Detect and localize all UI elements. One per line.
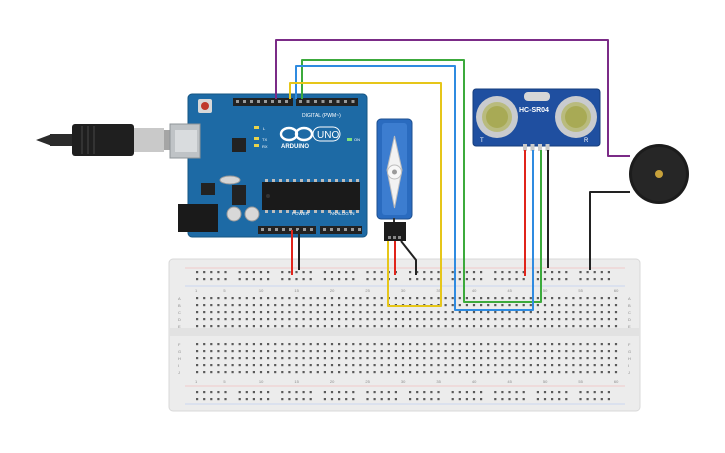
led-label-rx: RX — [262, 144, 268, 149]
column-number: 20 — [330, 379, 335, 384]
column-number: 15 — [294, 288, 299, 293]
row-letter: E — [628, 324, 631, 329]
row-letter: H — [628, 356, 631, 361]
column-number: 35 — [436, 379, 441, 384]
column-number: 45 — [507, 379, 512, 384]
column-number: 10 — [259, 288, 264, 293]
row-letter: G — [178, 349, 181, 354]
wire-purple[interactable] — [275, 39, 630, 157]
column-number: 5 — [223, 379, 226, 384]
usb-cable-icon — [36, 124, 170, 156]
column-number: 10 — [259, 379, 264, 384]
piezo-buzzer-icon[interactable] — [629, 144, 689, 204]
arduino-infinity-logo — [279, 126, 314, 142]
servo-motor-icon[interactable] — [376, 118, 413, 241]
column-number: 60 — [614, 288, 619, 293]
row-letter: C — [628, 310, 631, 315]
row-letter: I — [628, 363, 629, 368]
power-label: POWER — [292, 211, 310, 216]
row-letter: A — [628, 296, 631, 301]
arduino-uno-board[interactable]: DIGITAL (PWM~) ARDUINO UNO L TX RX ON — [169, 93, 368, 238]
column-number: 50 — [543, 379, 548, 384]
column-number: 40 — [472, 288, 477, 293]
wires — [275, 39, 630, 311]
column-number: 25 — [365, 288, 370, 293]
column-number: 55 — [578, 288, 583, 293]
column-number: 45 — [507, 288, 512, 293]
row-letter: D — [178, 317, 181, 322]
digital-header-label: DIGITAL (PWM~) — [302, 113, 341, 119]
wire-black-servo[interactable] — [400, 240, 417, 275]
analog-label: ANALOG IN — [330, 211, 355, 216]
row-letter: B — [178, 303, 181, 308]
row-letter: C — [178, 310, 181, 315]
row-letter: E — [178, 324, 181, 329]
wire-black-buzzer[interactable] — [589, 191, 630, 270]
column-number: 20 — [330, 288, 335, 293]
column-number: 40 — [472, 379, 477, 384]
led-label-tx: TX — [262, 137, 267, 142]
column-number: 55 — [578, 379, 583, 384]
arduino-brand: ARDUINO — [281, 144, 309, 150]
sensor-t-mark: T — [480, 138, 484, 144]
wire-yellow[interactable] — [289, 82, 442, 307]
column-number: 30 — [401, 288, 406, 293]
row-letter: J — [628, 370, 630, 375]
row-letter: F — [178, 342, 181, 347]
row-letter: F — [628, 342, 631, 347]
reset-button[interactable] — [201, 102, 209, 110]
sensor-name: HC-SR04 — [519, 107, 549, 114]
wire-blue[interactable] — [295, 65, 534, 311]
ultrasonic-sensor[interactable]: HC-SR04 T R — [472, 88, 601, 151]
led-label-l: L — [263, 126, 266, 131]
column-number: 30 — [401, 379, 406, 384]
column-number: 25 — [365, 379, 370, 384]
breadboard-holes — [196, 271, 618, 401]
on-label: ON — [354, 137, 360, 142]
row-letter: G — [628, 349, 631, 354]
column-number: 1 — [195, 379, 198, 384]
breadboard-column-numbers: 1155101015152020252530303535404045455050… — [178, 288, 631, 384]
column-number: 60 — [614, 379, 619, 384]
row-letter: D — [628, 317, 631, 322]
arduino-model: UNO — [317, 130, 339, 141]
column-number: 1 — [195, 288, 198, 293]
breadboard[interactable]: 1155101015152020252530303535404045455050… — [168, 258, 641, 412]
sensor-r-mark: R — [584, 138, 589, 144]
column-number: 50 — [543, 288, 548, 293]
column-number: 35 — [436, 288, 441, 293]
row-letter: I — [178, 363, 179, 368]
row-letter: J — [178, 370, 180, 375]
row-letter: H — [178, 356, 181, 361]
row-letter: B — [628, 303, 631, 308]
row-letter: A — [178, 296, 181, 301]
column-number: 5 — [223, 288, 226, 293]
column-number: 15 — [294, 379, 299, 384]
